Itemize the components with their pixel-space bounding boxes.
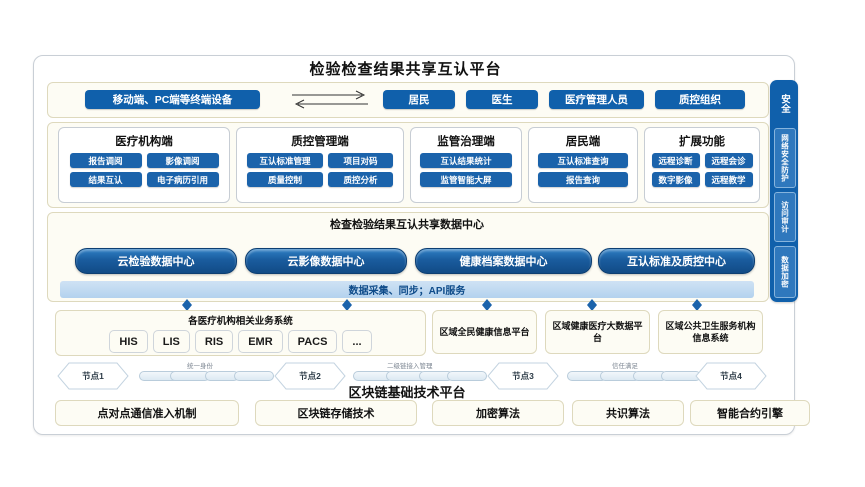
sys-chip-ris[interactable]: RIS <box>194 330 234 353</box>
api-service-bar: 数据采集、同步；API服务 <box>60 281 754 298</box>
panel-qc-management[interactable]: 质控管理端 互认标准管理 项目对码 质量控制 质控分析 <box>236 127 404 203</box>
sys-chip-more[interactable]: ... <box>342 330 372 353</box>
chip-remote-diagnosis[interactable]: 远程诊断 <box>651 153 700 168</box>
double-arrow-icon <box>290 90 370 110</box>
tech-chain-storage[interactable]: 区块链存储技术 <box>255 400 417 426</box>
chain-node-3[interactable]: 节点3 <box>487 362 559 390</box>
panel-title: 居民端 <box>565 136 601 148</box>
tech-encryption[interactable]: 加密算法 <box>432 400 564 426</box>
chain-node-1[interactable]: 节点1 <box>57 362 129 390</box>
panel-medical-institution[interactable]: 医疗机构端 报告调阅 影像调阅 结果互认 电子病历引用 <box>58 127 230 203</box>
link-label-secondary-chain: 二级链接入管理 <box>387 363 433 370</box>
chain-node-label: 节点2 <box>299 371 321 381</box>
chain-links-2 <box>353 371 487 381</box>
chip-digital-imaging[interactable]: 数字影像 <box>651 172 700 187</box>
panel-title: 医疗机构端 <box>115 136 173 148</box>
sys-chip-pacs[interactable]: PACS <box>287 330 338 353</box>
chip-report-view[interactable]: 报告调阅 <box>69 153 142 168</box>
terminal-device-pill[interactable]: 移动端、PC端等终端设备 <box>85 90 260 109</box>
chain-node-4[interactable]: 节点4 <box>695 362 767 390</box>
chip-remote-teaching[interactable]: 远程教学 <box>704 172 753 187</box>
cylinder-standard-qc[interactable]: 互认标准及质控中心 <box>598 248 755 274</box>
tech-p2p-access[interactable]: 点对点通信准入机制 <box>55 400 239 426</box>
chip-item-mapping[interactable]: 项目对码 <box>328 153 393 168</box>
tech-consensus[interactable]: 共识算法 <box>572 400 684 426</box>
blockchain-node-chain: 节点1 统一身份 节点2 二级链接入管理 节点3 <box>47 362 767 390</box>
panel-title: 监管治理端 <box>437 136 495 148</box>
security-sidebar: 安全 网络安全防护 访问审计 数据加密 <box>770 80 798 302</box>
security-header: 安全 <box>779 93 790 113</box>
hospital-systems-box: 各医疗机构相关业务系统 HIS LIS RIS EMR PACS ... <box>55 310 426 356</box>
actor-admin-pill[interactable]: 医疗管理人员 <box>549 90 644 109</box>
chip-emr-citation[interactable]: 电子病历引用 <box>146 172 219 187</box>
cylinder-cloud-imaging[interactable]: 云影像数据中心 <box>245 248 407 274</box>
chip-report-query[interactable]: 报告查询 <box>538 172 628 187</box>
chip-quality-control[interactable]: 质量控制 <box>247 172 323 187</box>
sys-chip-emr[interactable]: EMR <box>238 330 283 353</box>
chip-result-statistics[interactable]: 互认结果统计 <box>420 153 512 168</box>
chip-standard-query[interactable]: 互认标准查询 <box>538 153 628 168</box>
tech-smart-contract[interactable]: 智能合约引擎 <box>690 400 810 426</box>
connector-diamonds <box>182 299 702 311</box>
chip-result-mutual[interactable]: 结果互认 <box>69 172 142 187</box>
chip-standard-mgmt[interactable]: 互认标准管理 <box>247 153 323 168</box>
security-item-access-audit[interactable]: 访问审计 <box>774 192 796 242</box>
actor-qc-org-pill[interactable]: 质控组织 <box>655 90 745 109</box>
chip-image-view[interactable]: 影像调阅 <box>146 153 219 168</box>
sys-chip-his[interactable]: HIS <box>109 330 148 353</box>
chain-node-label: 节点1 <box>82 371 104 381</box>
chip-qc-analysis[interactable]: 质控分析 <box>328 172 393 187</box>
link-label-trust: 信任满足 <box>612 363 638 370</box>
chain-links-1 <box>139 371 274 381</box>
security-item-network-protection[interactable]: 网络安全防护 <box>774 128 796 188</box>
page-title: 检验检查结果共享互认平台 <box>309 61 502 78</box>
sys-chip-lis[interactable]: LIS <box>152 330 190 353</box>
platform-regional-bigdata[interactable]: 区域健康医疗大数据平台 <box>545 310 650 354</box>
chip-smart-screen[interactable]: 监管智能大屏 <box>420 172 512 187</box>
actor-resident-pill[interactable]: 居民 <box>383 90 455 109</box>
panel-title: 质控管理端 <box>291 136 349 148</box>
link-label-identity: 统一身份 <box>187 363 213 370</box>
chain-node-2[interactable]: 节点2 <box>274 362 346 390</box>
security-item-data-encryption[interactable]: 数据加密 <box>774 246 796 298</box>
panel-title: 扩展功能 <box>679 136 725 148</box>
chain-links-3 <box>567 371 701 381</box>
data-center-title: 检查检验结果互认共享数据中心 <box>330 219 484 231</box>
platform-public-health-org[interactable]: 区域公共卫生服务机构信息系统 <box>658 310 763 354</box>
panel-extended-functions[interactable]: 扩展功能 远程诊断 远程会诊 数字影像 远程教学 <box>644 127 760 203</box>
panel-supervision[interactable]: 监管治理端 互认结果统计 监管智能大屏 <box>410 127 522 203</box>
chip-remote-consult[interactable]: 远程会诊 <box>704 153 753 168</box>
cylinder-health-record[interactable]: 健康档案数据中心 <box>415 248 592 274</box>
cylinder-cloud-lab[interactable]: 云检验数据中心 <box>75 248 237 274</box>
panel-resident[interactable]: 居民端 互认标准查询 报告查询 <box>528 127 638 203</box>
actor-doctor-pill[interactable]: 医生 <box>466 90 538 109</box>
hospital-systems-title: 各医疗机构相关业务系统 <box>188 316 293 327</box>
chain-node-label: 节点4 <box>720 371 742 381</box>
blockchain-platform-title: 区块链基础技术平台 <box>348 385 466 400</box>
chain-node-label: 节点3 <box>512 371 534 381</box>
platform-regional-health-info[interactable]: 区域全民健康信息平台 <box>432 310 537 354</box>
